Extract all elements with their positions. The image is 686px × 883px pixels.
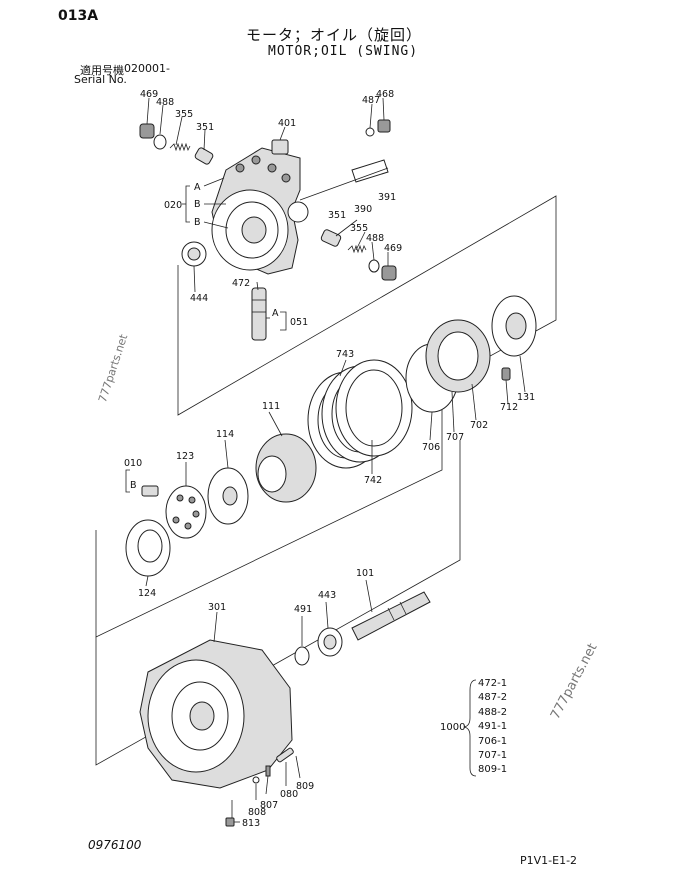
- label-443: 443: [318, 590, 336, 601]
- label-123: 123: [176, 451, 194, 462]
- label-355: 355: [175, 109, 193, 120]
- label-111: 111: [262, 401, 280, 412]
- label-488b: 488: [366, 233, 384, 244]
- bearing-443: [317, 627, 343, 657]
- assembly-bracket-051: [266, 311, 287, 331]
- shaft-472-051: [251, 287, 267, 341]
- label-488: 488: [156, 97, 174, 108]
- kit-item: 707-1: [478, 750, 508, 762]
- leader-lines: [145, 97, 526, 823]
- kit-item: 809-1: [478, 764, 508, 776]
- plunger-351: [194, 147, 214, 165]
- label-808: 808: [248, 807, 266, 818]
- seal-491: [294, 646, 310, 666]
- plate-124: [125, 519, 171, 577]
- label-131: 131: [517, 392, 535, 403]
- kit-number: 1000: [440, 722, 466, 733]
- plug-469: [139, 123, 155, 139]
- letter-b: B: [194, 199, 201, 210]
- label-351b: 351: [328, 210, 346, 221]
- page-code: 013A: [58, 8, 99, 24]
- page-title-jp: モータ；オイル（旋回）: [246, 26, 423, 44]
- label-712: 712: [500, 402, 518, 413]
- label-391: 391: [378, 192, 396, 203]
- label-124: 124: [138, 588, 156, 599]
- label-101: 101: [356, 568, 374, 579]
- label-401: 401: [278, 118, 296, 129]
- label-010: 010: [124, 458, 142, 469]
- plates-743: [307, 359, 413, 469]
- plate-131: [491, 295, 537, 357]
- label-487: 487: [362, 95, 380, 106]
- piston-set-123: [165, 485, 207, 539]
- label-707: 707: [446, 432, 464, 443]
- plate-114: [207, 467, 249, 525]
- label-702: 702: [470, 420, 488, 431]
- label-080: 080: [280, 789, 298, 800]
- label-742: 742: [364, 475, 382, 486]
- section-outline: [95, 410, 443, 638]
- letter-b: B: [130, 480, 137, 491]
- label-468: 468: [376, 89, 394, 100]
- cylinder-block-111: [255, 433, 317, 503]
- label-469b: 469: [384, 243, 402, 254]
- kit-contents-list: 472-1 487-2 488-2 491-1 706-1 707-1 809-…: [478, 677, 507, 778]
- label-301: 301: [208, 602, 226, 613]
- label-444: 444: [190, 293, 208, 304]
- assembly-bracket-020: [182, 177, 229, 229]
- kit-item: 491-1: [478, 721, 508, 733]
- letter-a: A: [194, 182, 201, 193]
- serial-value: 020001-: [124, 62, 170, 75]
- label-807: 807: [260, 800, 278, 811]
- page-title-en: MOTOR;OIL (SWING): [268, 44, 419, 59]
- label-813: 813: [242, 818, 260, 829]
- serial-label-en: Serial No.: [74, 73, 127, 86]
- label-114: 114: [216, 429, 234, 440]
- plug-487-468: [365, 119, 391, 137]
- kit-item: 487-2: [478, 692, 508, 704]
- label-390: 390: [354, 204, 372, 215]
- label-472: 472: [232, 278, 250, 289]
- motor-head-housing: [211, 147, 309, 275]
- label-351: 351: [196, 122, 214, 133]
- plug-401: [271, 139, 289, 155]
- doc-number: 0976100: [88, 838, 142, 852]
- valve-390-391: [299, 159, 389, 201]
- label-355b: 355: [350, 223, 368, 234]
- section-outline: [95, 440, 461, 766]
- label-491: 491: [294, 604, 312, 615]
- spring-355: [169, 142, 191, 152]
- pin-010: [141, 485, 159, 497]
- kit-item: 706-1: [478, 735, 508, 747]
- piston-702: [425, 319, 491, 393]
- bearing-444: [181, 241, 207, 267]
- assembly-bracket-010: [125, 469, 130, 493]
- plug-469b: [381, 265, 397, 281]
- kit-item: 488-2: [478, 706, 508, 718]
- serial-label-jp: 適用号機: [80, 64, 124, 77]
- plug-813: [225, 817, 235, 827]
- shaft-101: [351, 591, 431, 641]
- label-020: 020: [164, 200, 182, 211]
- label-469: 469: [140, 89, 158, 100]
- label-743: 743: [336, 349, 354, 360]
- spring-355b: [347, 244, 367, 254]
- label-051: 051: [290, 317, 308, 328]
- letter-a: A: [272, 308, 279, 319]
- casing-301: [139, 639, 293, 789]
- label-809: 809: [296, 781, 314, 792]
- plunger-351b: [320, 229, 342, 247]
- o-ring-488b: [368, 259, 380, 273]
- spring-712: [501, 367, 511, 381]
- kit-item: 472-1: [478, 678, 508, 689]
- label-706: 706: [422, 442, 440, 453]
- plug-807-808-080-809: [252, 747, 294, 784]
- kit-brace: [463, 679, 477, 777]
- page-reference: P1V1-E1-2: [520, 854, 578, 867]
- o-ring-488: [153, 134, 167, 150]
- letter-b: B: [194, 217, 201, 228]
